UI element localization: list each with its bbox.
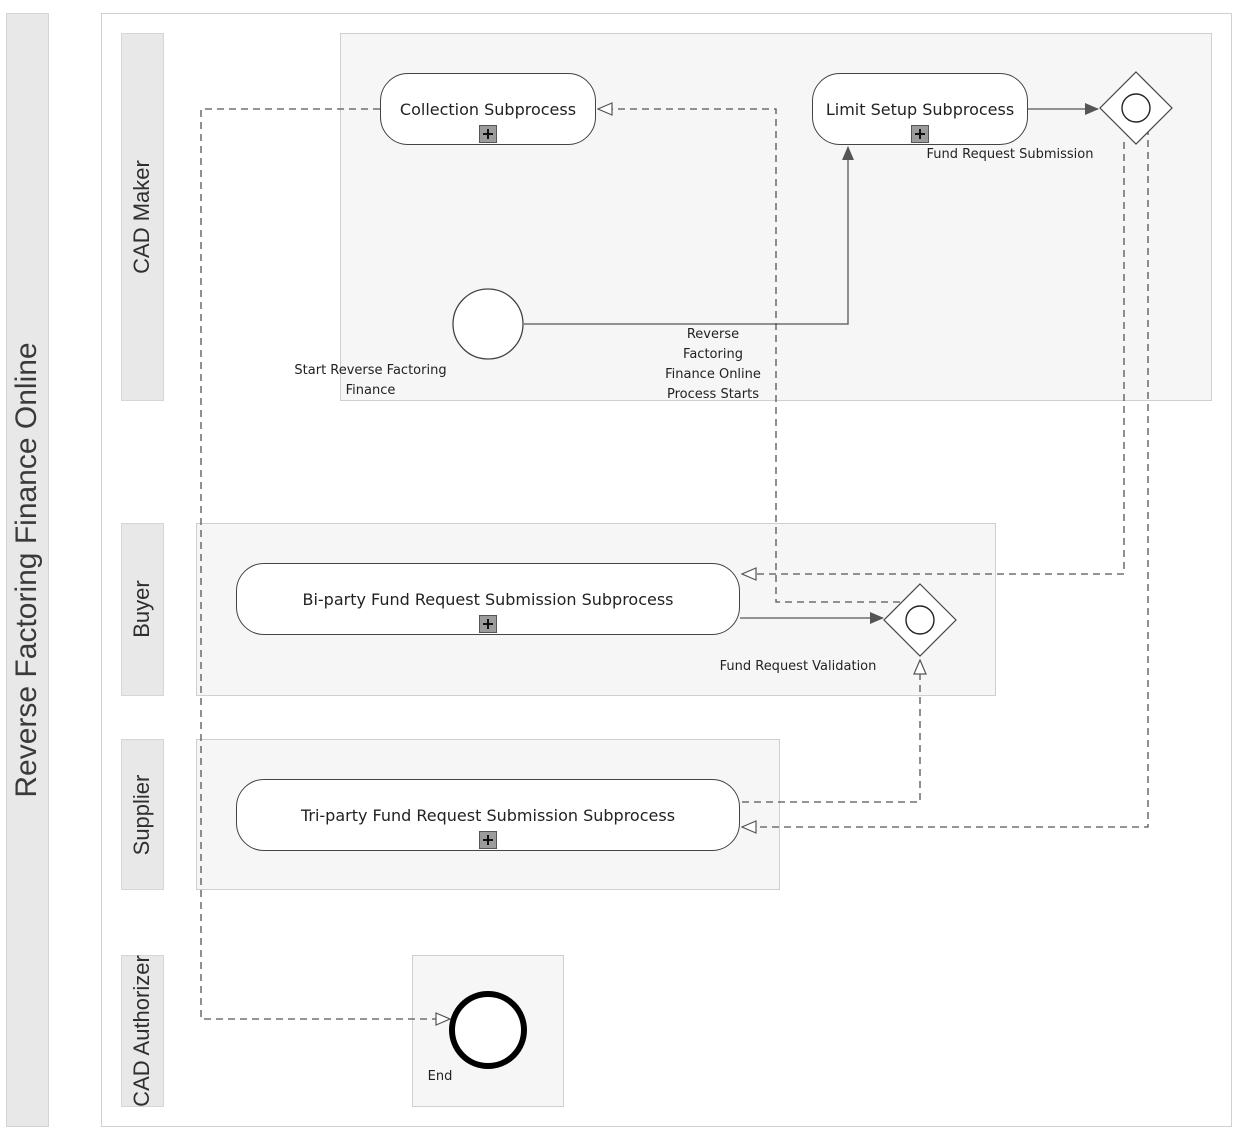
task-collection-subprocess[interactable]: Collection Subprocess	[380, 73, 596, 145]
gateway-label-fund-request-validation: Fund Request Validation	[719, 659, 877, 674]
end-event	[449, 991, 527, 1069]
lane-bar-cad-authorizer	[121, 955, 164, 1107]
task-limit-setup-subprocess[interactable]: Limit Setup Subprocess	[812, 73, 1028, 145]
task-label: Limit Setup Subprocess	[825, 100, 1015, 119]
msg-validation-to-collection	[598, 109, 900, 603]
task-label: Tri-party Fund Request Submission Subpro…	[300, 806, 676, 825]
start-event	[452, 288, 524, 360]
gateway-fund-request-submission	[1099, 71, 1173, 145]
start-event-label: Start Reverse Factoring Finance	[294, 363, 447, 398]
task-label: Collection Subprocess	[399, 100, 577, 119]
expand-subprocess-icon[interactable]	[911, 125, 929, 143]
task-biparty-fund-request-subprocess[interactable]: Bi-party Fund Request Submission Subproc…	[236, 563, 740, 635]
msg-collection-to-end	[200, 108, 450, 1019]
flow-label-start-to-limit: Reverse Factoring Finance Online Process…	[665, 327, 761, 402]
gateway-label-fund-request-submission: Fund Request Submission	[926, 147, 1094, 162]
lane-bar-buyer	[121, 523, 164, 696]
expand-subprocess-icon[interactable]	[479, 615, 497, 633]
expand-subprocess-icon[interactable]	[479, 125, 497, 143]
task-triparty-fund-request-subprocess[interactable]: Tri-party Fund Request Submission Subpro…	[236, 779, 740, 851]
msg-submission-to-biparty	[742, 142, 1125, 574]
msg-triparty-to-validation	[742, 660, 920, 803]
lane-bar-supplier	[121, 739, 164, 890]
expand-subprocess-icon[interactable]	[479, 831, 497, 849]
flow-start-to-limit-setup	[524, 146, 854, 325]
end-event-label: End	[427, 1069, 453, 1084]
task-label: Bi-party Fund Request Submission Subproc…	[302, 590, 674, 609]
pool-label-bar	[6, 13, 49, 1127]
gateway-fund-request-validation	[883, 583, 957, 657]
lane-bar-cad-maker	[121, 33, 164, 401]
msg-submission-to-triparty	[742, 128, 1149, 827]
